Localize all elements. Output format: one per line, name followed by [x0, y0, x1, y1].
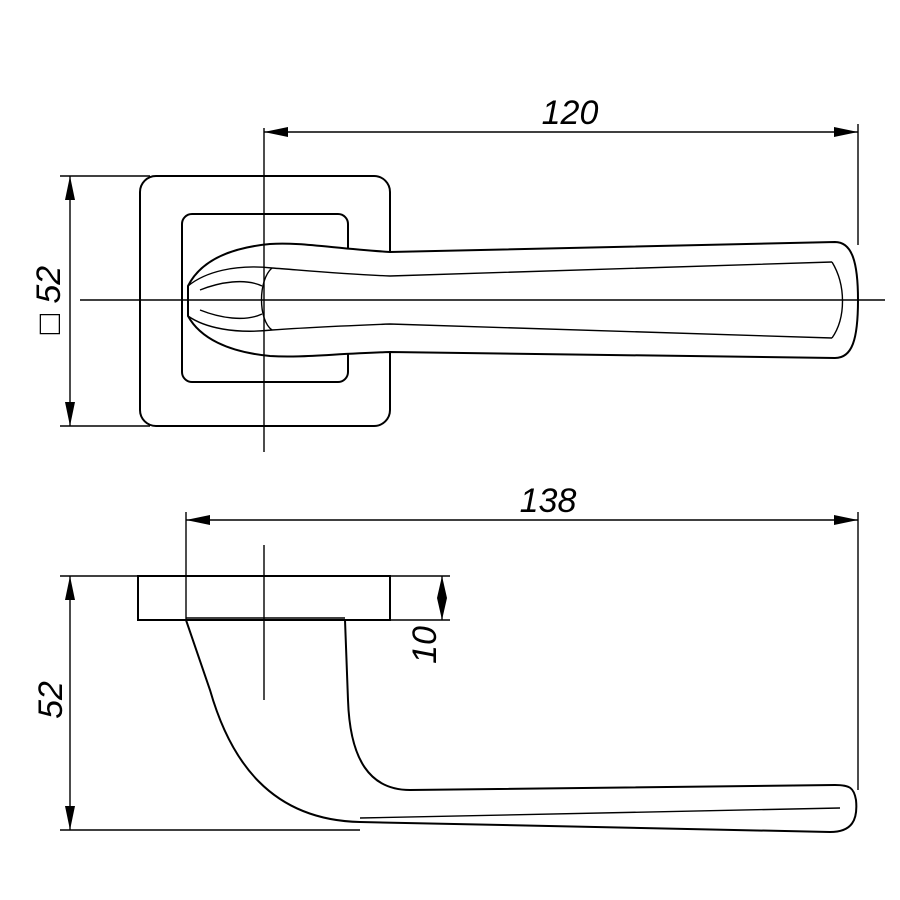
- dimension-138: 138: [185, 482, 859, 790]
- arrow-down-10: [437, 598, 447, 620]
- handle-base-inner-bottom: [199, 309, 263, 319]
- arrow-up: [65, 176, 75, 200]
- arrow-left: [264, 127, 288, 137]
- dimension-10: 10: [390, 575, 450, 664]
- arrow-right: [834, 127, 858, 137]
- label-10: 10: [406, 626, 444, 664]
- arrow-left-138: [186, 515, 210, 525]
- side-view: [137, 545, 858, 834]
- arrow-up-side: [65, 576, 75, 600]
- square-symbol: □: [30, 313, 68, 334]
- arrow-down-side: [65, 806, 75, 830]
- handle-base-inner-top: [199, 281, 263, 291]
- label-138: 138: [520, 482, 577, 520]
- top-view: [80, 128, 885, 452]
- dimension-rosette-52: □ 52: [30, 175, 150, 427]
- arrow-down: [65, 402, 75, 426]
- dimension-side-52: 52: [32, 575, 360, 831]
- dimension-120: 120: [264, 94, 859, 245]
- handle-tip-curve: [831, 261, 844, 339]
- label-side-52: 52: [32, 681, 70, 719]
- handle-base-bottom-curve: [187, 315, 273, 332]
- handle-base-top-curve: [187, 266, 273, 287]
- arrow-right-138: [834, 515, 858, 525]
- label-120: 120: [542, 94, 599, 132]
- lever-side-ridge: [359, 807, 841, 819]
- lever-side-profile: [184, 619, 858, 834]
- handle-lower-ridge: [271, 323, 833, 339]
- handle-upper-ridge: [271, 261, 833, 277]
- arrow-up-10: [437, 576, 447, 598]
- label-square-52: □ 52: [30, 266, 68, 334]
- label-52-value: 52: [30, 266, 68, 304]
